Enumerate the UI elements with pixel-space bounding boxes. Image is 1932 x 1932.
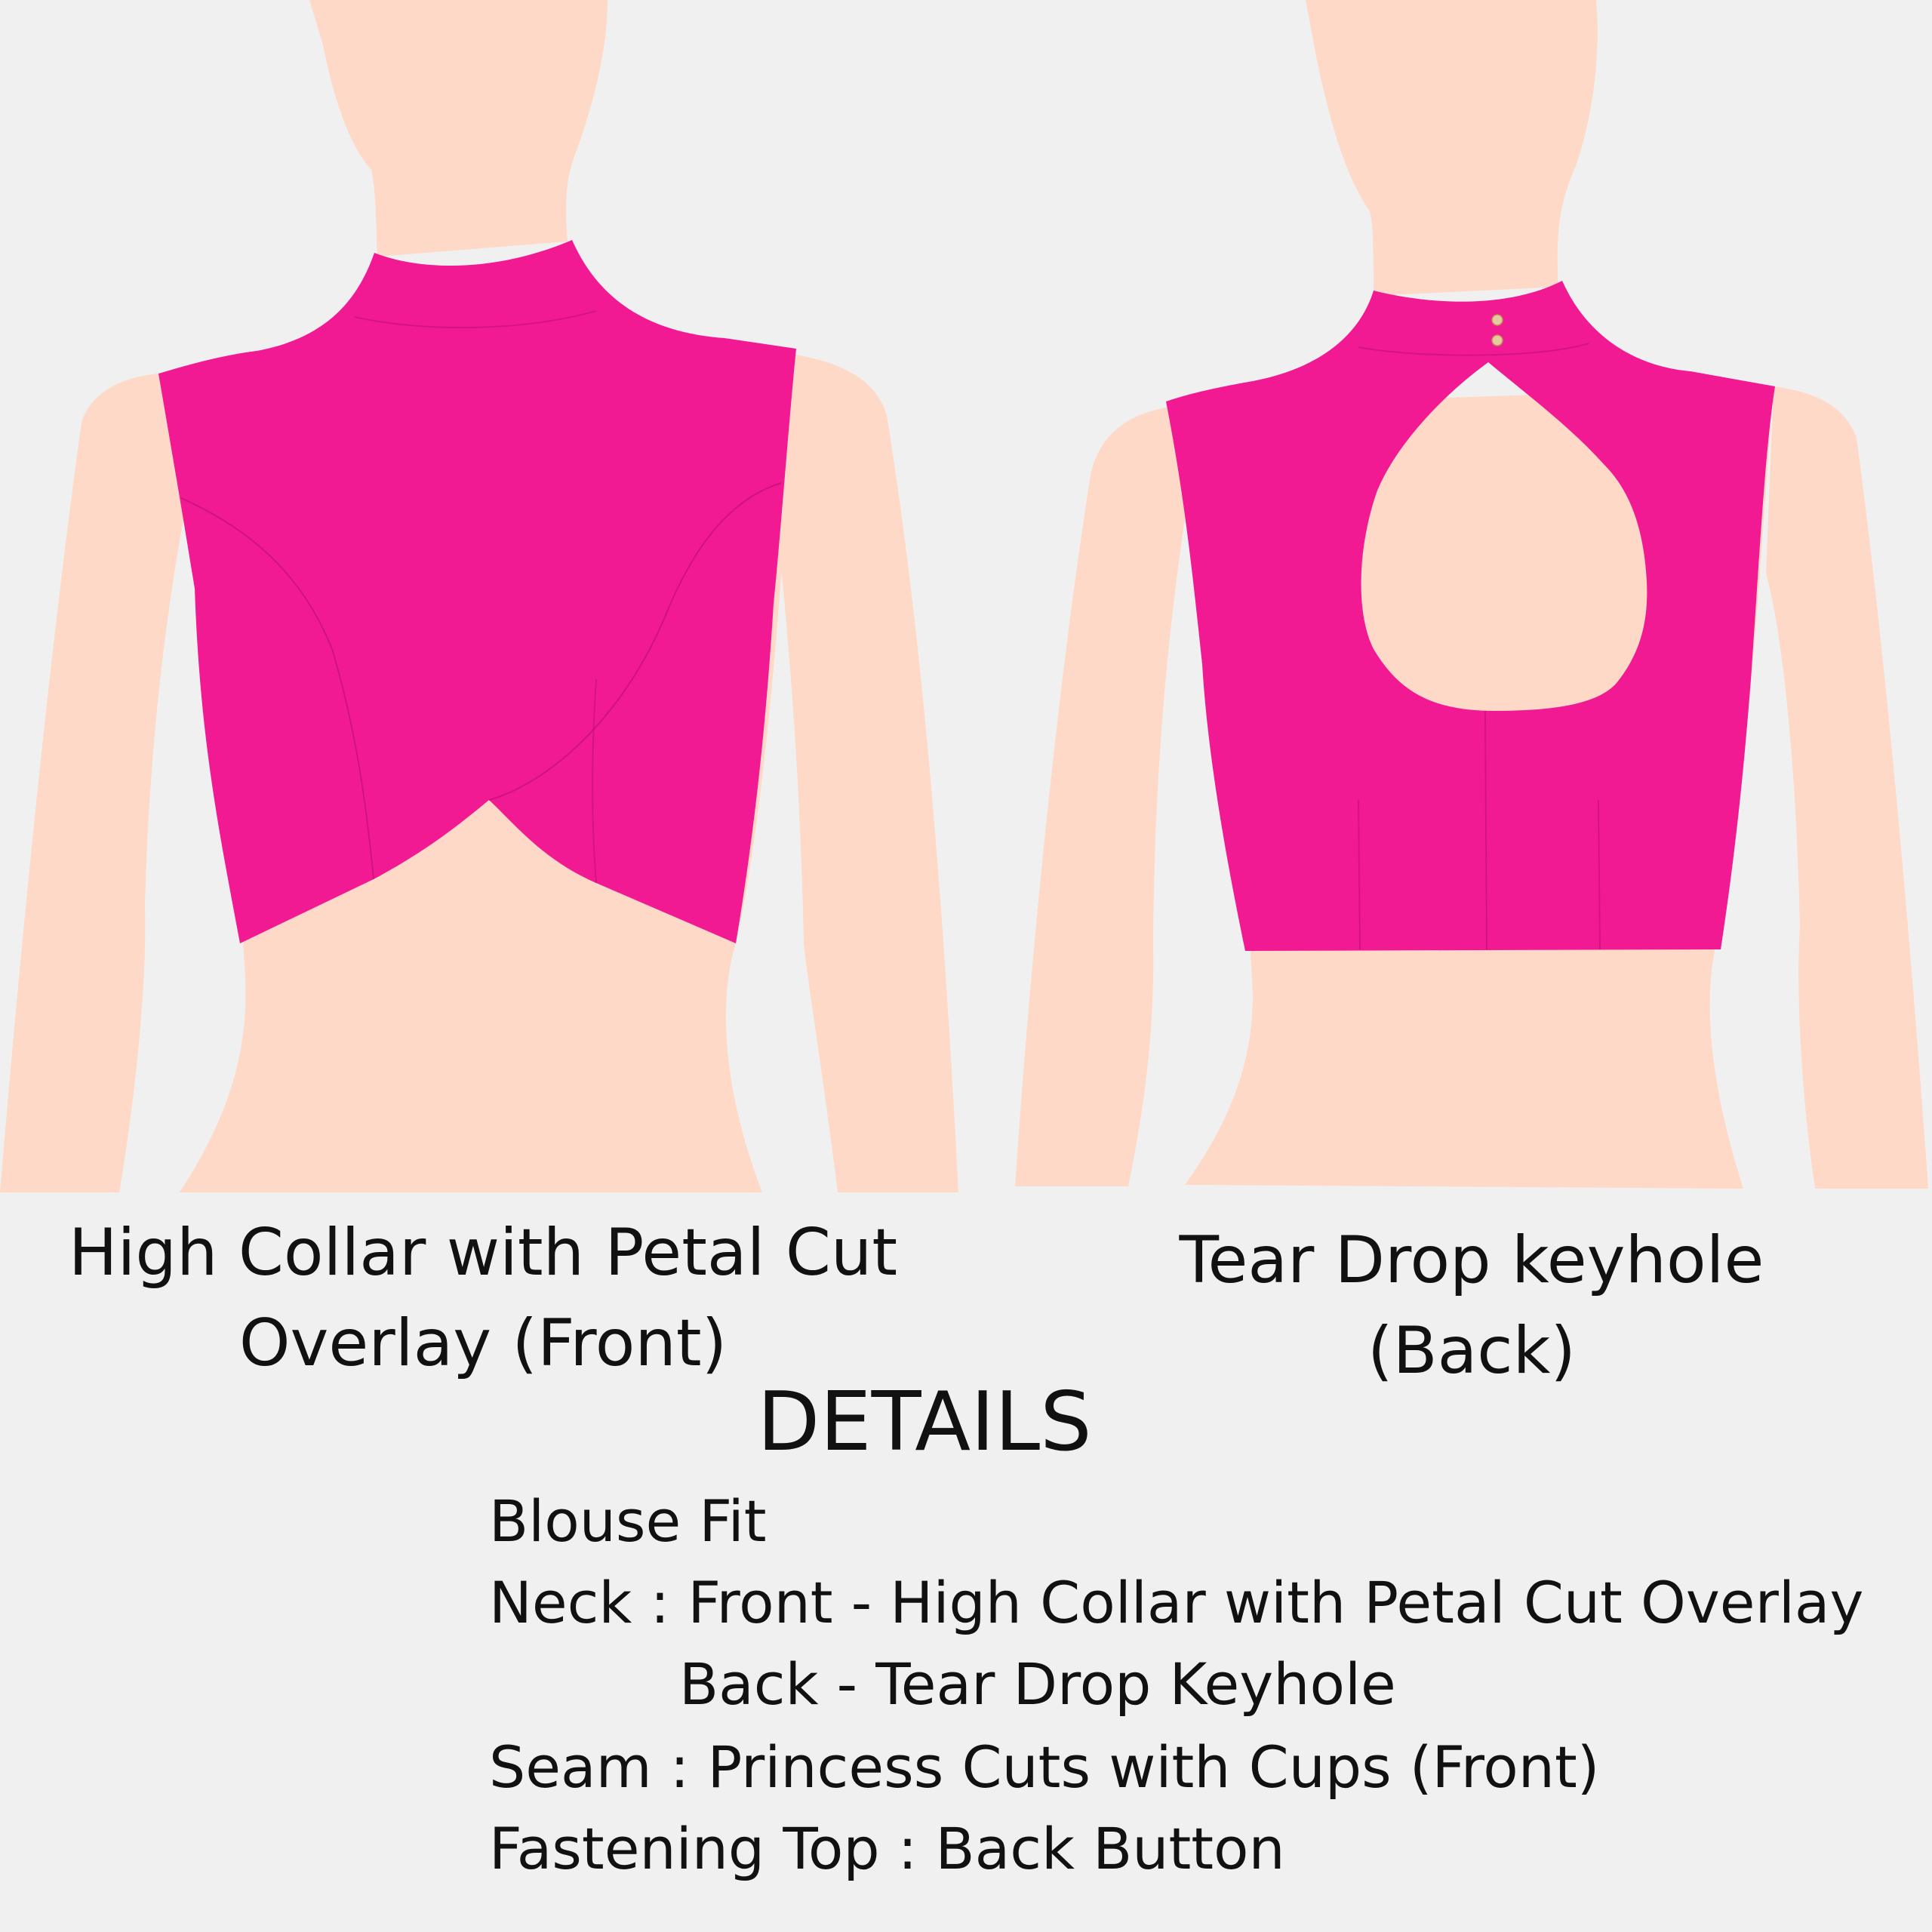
back-center-seam	[1484, 710, 1487, 950]
detail-fit: Blouse Fit	[489, 1487, 767, 1555]
back-button-top	[1491, 314, 1503, 326]
front-petal-seam-right	[488, 482, 782, 801]
detail-fastening: Fastening Top : Back Button	[489, 1815, 1285, 1882]
front-right-arm	[777, 355, 958, 1192]
back-head	[1306, 0, 1598, 296]
back-collar-seam	[1358, 343, 1589, 356]
detail-seam: Seam : Princess Cuts with Cups (Front)	[489, 1734, 1600, 1801]
back-left-arm	[1015, 408, 1189, 1186]
back-right-arm	[1766, 386, 1928, 1189]
detail-neck-back: Back - Tear Drop Keyhole	[679, 1651, 1396, 1718]
back-blouse	[1166, 281, 1775, 951]
back-view-illustration	[966, 0, 1932, 1208]
back-figure-svg	[1015, 0, 1928, 1189]
front-left-arm	[0, 374, 196, 1192]
front-view-illustration	[0, 0, 966, 1208]
front-caption-line1: High Collar with Petal Cut	[68, 1215, 898, 1291]
front-princess-seam	[592, 678, 597, 884]
front-blouse	[158, 240, 796, 943]
front-head	[309, 0, 608, 257]
front-caption: High Collar with Petal Cut Overlay (Fron…	[30, 1208, 936, 1389]
back-dart-right	[1598, 799, 1601, 950]
details-heading: DETAILS	[757, 1375, 1092, 1469]
detail-neck-front: Neck : Front - High Collar with Petal Cu…	[489, 1569, 1864, 1636]
front-caption-line2: Overlay (Front)	[238, 1306, 728, 1381]
front-petal-seam-left	[180, 497, 374, 880]
back-button-bottom	[1491, 334, 1503, 346]
front-figure-svg	[0, 0, 958, 1192]
front-collar-seam	[354, 310, 597, 329]
back-dart-left	[1358, 799, 1361, 950]
back-caption: Tear Drop keyhole (Back)	[1179, 1223, 1764, 1389]
